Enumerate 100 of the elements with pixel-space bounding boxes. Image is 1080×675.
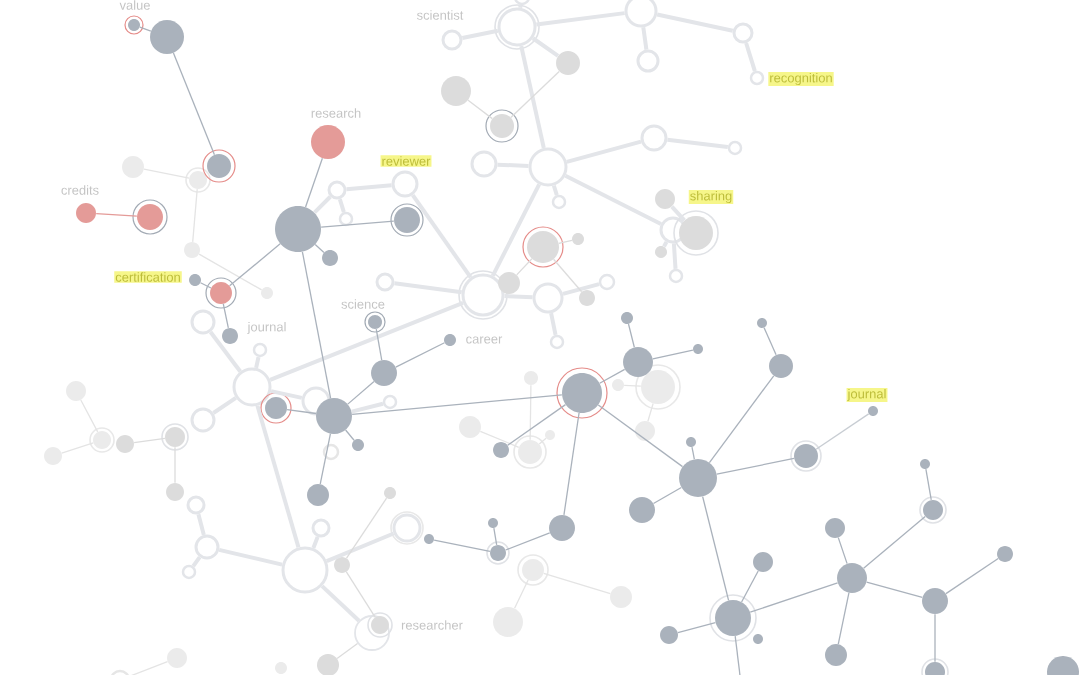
filled-node [222, 328, 238, 344]
ring-node [281, 546, 329, 594]
filled-node [367, 612, 393, 638]
ring-node [181, 564, 197, 580]
connector-line [199, 282, 212, 289]
connector-line [228, 243, 281, 287]
filled-node [486, 541, 510, 565]
filled-node [390, 203, 424, 237]
ring-node [322, 443, 340, 461]
connector-line [320, 220, 395, 228]
connector-line [347, 380, 375, 405]
filled-node [166, 483, 184, 501]
connector-line [599, 368, 626, 384]
filled-node [635, 421, 655, 441]
connector-line [531, 36, 560, 58]
connector-line [734, 635, 743, 675]
filled-node [629, 497, 655, 523]
filled-node [307, 484, 329, 506]
connector-line [516, 258, 533, 276]
filled-node [184, 242, 200, 258]
highlighted-word: sharing [688, 189, 734, 205]
connector-line [95, 213, 138, 217]
filled-node [623, 347, 653, 377]
filled-node [498, 272, 520, 294]
connector-line [670, 205, 686, 222]
ring-node [186, 495, 206, 515]
filled-node [693, 344, 703, 354]
connector-line [702, 495, 730, 601]
connector-line [269, 301, 464, 382]
connector-line [172, 52, 216, 156]
filled-node [316, 398, 352, 434]
ring-node [382, 394, 398, 410]
filled-node [322, 250, 338, 266]
connector-line [433, 539, 491, 552]
connector-line [192, 188, 198, 243]
connector-line [336, 642, 359, 660]
connector-line [196, 513, 206, 536]
filled-node [124, 15, 144, 35]
filled-node [66, 381, 86, 401]
ring-node [624, 0, 658, 28]
filled-node [371, 360, 397, 386]
filled-node [655, 246, 667, 258]
ring-node [391, 170, 419, 198]
connector-line [311, 536, 320, 549]
connector-line [143, 168, 190, 179]
ring-node [494, 4, 540, 50]
ring-node [532, 282, 564, 314]
ring-node [528, 147, 568, 187]
filled-node [920, 459, 930, 469]
filled-node [275, 206, 321, 252]
filled-node [132, 199, 168, 235]
ring-node [311, 518, 331, 538]
connector-line [222, 303, 229, 329]
connector-line [552, 258, 583, 293]
ring-node [375, 272, 395, 292]
filled-node [621, 312, 633, 324]
filled-node [116, 435, 134, 453]
connector-line [314, 243, 325, 254]
ring-node [636, 49, 660, 73]
connector-line [566, 139, 642, 164]
ring-node [551, 194, 567, 210]
filled-node [769, 354, 793, 378]
filled-node [76, 203, 96, 223]
connector-line [411, 193, 473, 279]
filled-node [167, 648, 187, 668]
filled-node [660, 626, 678, 644]
ring-node [190, 309, 216, 335]
connector-line [677, 622, 717, 634]
connector-line [563, 412, 580, 516]
connector-line [647, 402, 654, 422]
connector-line [744, 42, 757, 72]
connector-line [490, 183, 541, 277]
connector-line [337, 198, 346, 213]
ring-node [252, 342, 268, 358]
ring-node [749, 70, 765, 86]
filled-node [686, 437, 696, 447]
connector-line [493, 527, 498, 546]
filled-node [997, 546, 1013, 562]
connector-line [749, 582, 839, 613]
connector-line [551, 185, 559, 196]
filled-node [919, 496, 947, 524]
connector-line [691, 446, 695, 460]
connector-line [656, 12, 734, 33]
filled-node [572, 233, 584, 245]
filled-node [317, 654, 339, 675]
filled-node [89, 427, 115, 453]
connector-line [708, 375, 775, 464]
connector-line [198, 253, 263, 291]
ring-node [727, 140, 743, 156]
connector-line [301, 251, 332, 399]
filled-node [485, 109, 519, 143]
filled-node [753, 634, 763, 644]
connector-line [351, 394, 563, 415]
filled-node [513, 435, 547, 469]
connector-line [934, 613, 936, 663]
ring-node [390, 511, 424, 545]
word-label: researcher [401, 620, 463, 630]
filled-node [549, 515, 575, 541]
word-label: journal [247, 321, 286, 335]
connector-line [667, 137, 729, 150]
